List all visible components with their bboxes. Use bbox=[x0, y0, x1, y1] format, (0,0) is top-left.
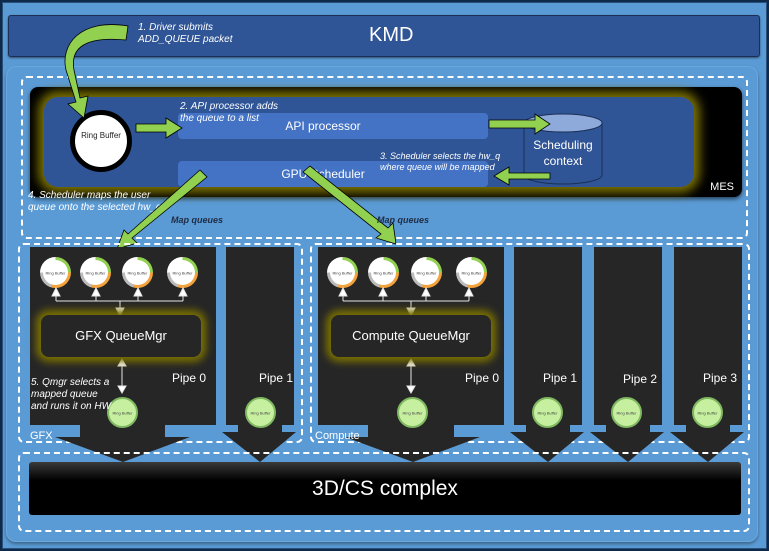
compute-pipe-1 bbox=[514, 247, 582, 425]
compute-pipe-0-hw-ring-buffer: Ring Buffer bbox=[397, 397, 428, 428]
compute-up-arrow-2 bbox=[378, 286, 388, 297]
compute-up-arrow-4 bbox=[464, 286, 474, 297]
compute-pipe-1-label: Pipe 1 bbox=[543, 371, 578, 385]
ring-buffer-label: Ring Buffer bbox=[461, 270, 482, 275]
compute-pipe-2 bbox=[594, 247, 662, 425]
gfx-qmgr-up-arrow bbox=[117, 357, 127, 367]
gfx-down-arrow bbox=[115, 307, 125, 318]
map-compute-arrow bbox=[302, 165, 397, 245]
gfx-up-arrow-1 bbox=[51, 286, 61, 297]
compute-queue-ring-buffer-2: Ring Buffer bbox=[368, 257, 399, 288]
compute-pipe-3-down-arrow bbox=[670, 425, 744, 462]
step-1-label: 1. Driver submits ADD_QUEUE packet bbox=[138, 22, 233, 45]
ring-buffer-label: Ring Buffer bbox=[127, 270, 148, 275]
compute-pipe-1-hw-ring-buffer: Ring Buffer bbox=[532, 397, 563, 428]
ring-buffer-label: Ring Buffer bbox=[616, 410, 637, 415]
gfx-pipe-1-down-arrow bbox=[222, 425, 296, 462]
gfx-pipe-1-label: Pipe 1 bbox=[259, 371, 294, 385]
gfx-group-label: GFX bbox=[30, 430, 53, 442]
compute-pipe-0-label: Pipe 0 bbox=[465, 371, 500, 385]
compute-connector-bus bbox=[342, 292, 470, 310]
compute-pipe-1-down-arrow bbox=[510, 425, 584, 462]
compute-pipe-3-label: Pipe 3 bbox=[703, 371, 738, 385]
complex-region-border bbox=[18, 452, 750, 532]
compute-pipe-2-down-arrow bbox=[590, 425, 664, 462]
step-4-label: 4. Scheduler maps the user queue onto th… bbox=[28, 190, 162, 213]
map-queues-label-compute: Map queues bbox=[377, 215, 430, 225]
complex-block: 3D/CS complex bbox=[29, 462, 741, 515]
ring-buffer-label: Ring Buffer bbox=[250, 410, 271, 415]
ring-buffer-label: Ring Buffer bbox=[332, 270, 353, 275]
gpu-scheduler-label: GPU Scheduler bbox=[281, 167, 365, 181]
compute-up-arrow-1 bbox=[338, 286, 348, 297]
ring-buffer-label: Ring Buffer bbox=[85, 270, 106, 275]
gfx-connector-bus bbox=[55, 292, 184, 310]
gfx-queue-ring-buffer-2: Ring Buffer bbox=[80, 257, 111, 288]
compute-group-label: Compute bbox=[315, 430, 360, 442]
gfx-queue-ring-buffer-1: Ring Buffer bbox=[40, 257, 71, 288]
gfx-pipe-0-hw-ring-buffer: Ring Buffer bbox=[107, 397, 138, 428]
compute-queue-ring-buffer-4: Ring Buffer bbox=[456, 257, 487, 288]
gfx-qmgr-down-arrow bbox=[117, 385, 127, 395]
compute-pipe-0-down-arrow bbox=[345, 425, 480, 462]
compute-down-arrow bbox=[406, 307, 416, 318]
kmd-title: KMD bbox=[369, 24, 414, 46]
compute-qmgr-up-arrow bbox=[406, 357, 416, 367]
ring-buffer-label: Ring Buffer bbox=[416, 270, 437, 275]
gfx-pipe-0-down-arrow bbox=[55, 425, 190, 462]
step-3-label: 3. Scheduler selects the hw_q where queu… bbox=[380, 151, 501, 172]
ring-buffer-label: Ring Buffer bbox=[45, 270, 66, 275]
map-queues-label-gfx: Map queues bbox=[171, 215, 224, 225]
ring-buffer-label: Ring Buffer bbox=[373, 270, 394, 275]
map-gfx-arrow bbox=[116, 169, 208, 250]
ring-buffer-label: Ring Buffer bbox=[112, 410, 133, 415]
step-2-label: 2. API processor adds the queue to a lis… bbox=[180, 101, 279, 124]
compute-pipe-2-label: Pipe 2 bbox=[623, 372, 658, 386]
ring-buffer-label: Ring Buffer bbox=[402, 410, 423, 415]
compute-queue-manager-label: Compute QueueMgr bbox=[352, 328, 470, 343]
gfx-pipe-0-label: Pipe 0 bbox=[172, 371, 207, 385]
gfx-queue-manager-label: GFX QueueMgr bbox=[75, 328, 167, 343]
api-add-arrow bbox=[135, 117, 183, 139]
ring-buffer-label: Ring Buffer bbox=[172, 270, 193, 275]
compute-qmgr-down-arrow bbox=[406, 385, 416, 395]
main-ring-buffer-label: Ring Buffer bbox=[81, 131, 121, 140]
compute-queue-manager: Compute QueueMgr bbox=[331, 315, 491, 357]
scheduling-context-label: Scheduling context bbox=[533, 138, 593, 168]
mes-label: MES bbox=[710, 181, 734, 193]
gfx-queue-ring-buffer-4: Ring Buffer bbox=[167, 257, 198, 288]
api-processor-block: API processor bbox=[178, 113, 488, 139]
gfx-up-arrow-4 bbox=[178, 286, 188, 297]
step-5-label: 5. Qmgr selects a mapped queue and runs … bbox=[31, 377, 112, 412]
main-ring-buffer: Ring Buffer bbox=[70, 110, 132, 172]
compute-up-arrow-3 bbox=[421, 286, 431, 297]
kmd-block: KMD bbox=[8, 15, 760, 57]
gpu-scheduler-block: GPU Scheduler bbox=[178, 161, 488, 187]
complex-title: 3D/CS complex bbox=[312, 477, 458, 500]
gfx-queue-ring-buffer-3: Ring Buffer bbox=[122, 257, 153, 288]
compute-pipe-3 bbox=[674, 247, 742, 425]
compute-queue-ring-buffer-1: Ring Buffer bbox=[327, 257, 358, 288]
from-context-arrow bbox=[493, 166, 551, 186]
compute-pipe-2-hw-ring-buffer: Ring Buffer bbox=[611, 397, 642, 428]
to-context-arrow bbox=[488, 113, 551, 135]
gfx-pipe-1 bbox=[226, 247, 294, 425]
compute-queue-ring-buffer-3: Ring Buffer bbox=[411, 257, 442, 288]
gfx-queue-manager: GFX QueueMgr bbox=[41, 315, 201, 357]
ring-buffer-label: Ring Buffer bbox=[537, 410, 558, 415]
ring-buffer-label: Ring Buffer bbox=[697, 410, 718, 415]
gfx-up-arrow-3 bbox=[133, 286, 143, 297]
compute-pipe-3-hw-ring-buffer: Ring Buffer bbox=[692, 397, 723, 428]
api-processor-label: API processor bbox=[285, 119, 361, 133]
gfx-pipe-1-hw-ring-buffer: Ring Buffer bbox=[245, 397, 276, 428]
submit-arrow bbox=[64, 24, 129, 119]
gfx-up-arrow-2 bbox=[91, 286, 101, 297]
